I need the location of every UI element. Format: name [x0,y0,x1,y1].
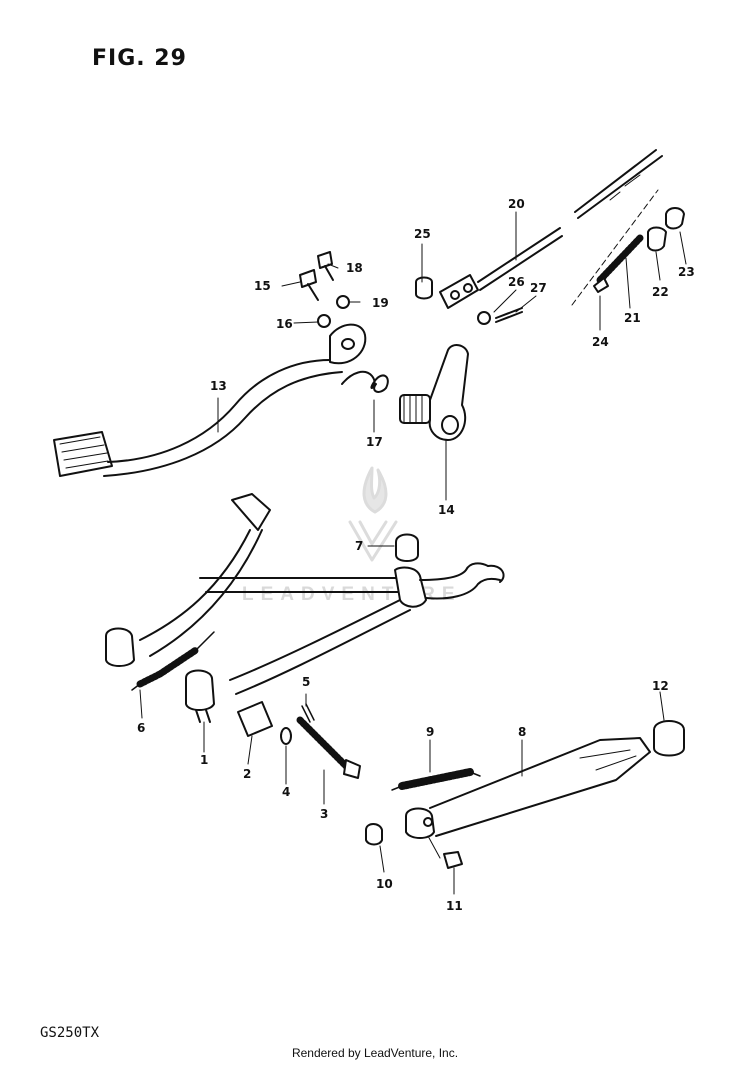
stand-spring [136,646,200,688]
callout-24: 24 [592,335,609,349]
rod-spring-assembly [571,189,685,306]
callout-16: 16 [276,317,293,331]
brake-pedal [53,323,367,477]
stand-nut [395,533,419,562]
pedal-shaft-bracket [399,344,469,441]
callout-8: 8 [518,725,526,739]
callout-9: 9 [426,725,434,739]
callout-6: 6 [137,721,145,735]
callout-23: 23 [678,265,695,279]
callout-13: 13 [210,379,227,393]
callout-7: 7 [355,539,363,553]
center-stand [105,493,505,723]
leadventure-logo-icon [348,466,398,562]
render-credit: Rendered by LeadVenture, Inc. [291,1046,459,1060]
callout-18: 18 [346,261,363,275]
callout-27: 27 [530,281,547,295]
callout-leaders [139,211,687,895]
callout-14: 14 [438,503,455,517]
side-stand [405,737,651,839]
model-code: GS250TX [40,1025,100,1041]
callout-labels: 1 2 3 4 5 6 7 8 9 10 11 12 13 14 15 16 1… [137,197,695,913]
side-stand-rubber [653,720,685,757]
brake-rod [439,149,663,309]
side-stand-spring [398,768,474,790]
callout-10: 10 [376,877,393,891]
callout-4: 4 [282,785,290,799]
bolts-and-nuts [299,251,350,328]
callout-25: 25 [414,227,431,241]
figure-title: FIG. 29 [92,46,187,71]
stand-bolt [296,716,350,770]
callout-5: 5 [302,675,310,689]
callout-20: 20 [508,197,525,211]
rod-nut [477,311,491,325]
clevis-pin [415,276,433,300]
callout-26: 26 [508,275,525,289]
stand-spacer [237,701,273,737]
cotter-pin [495,307,523,323]
stand-cotter-pin [301,703,315,723]
watermark-text: LEADVENTURE [242,584,462,605]
callout-19: 19 [372,296,389,310]
callout-22: 22 [652,285,669,299]
callout-21: 21 [624,311,641,325]
callout-3: 3 [320,807,328,821]
callout-11: 11 [446,899,463,913]
side-stand-bolt [365,823,383,846]
pedal-return-spring [341,370,389,393]
callout-2: 2 [243,767,251,781]
side-stand-nut [443,851,463,869]
callout-17: 17 [366,435,383,449]
callout-12: 12 [652,679,669,693]
callout-15: 15 [254,279,271,293]
watermark: LEADVENTURE [242,466,462,605]
callout-1: 1 [200,753,208,767]
washer [280,727,292,745]
